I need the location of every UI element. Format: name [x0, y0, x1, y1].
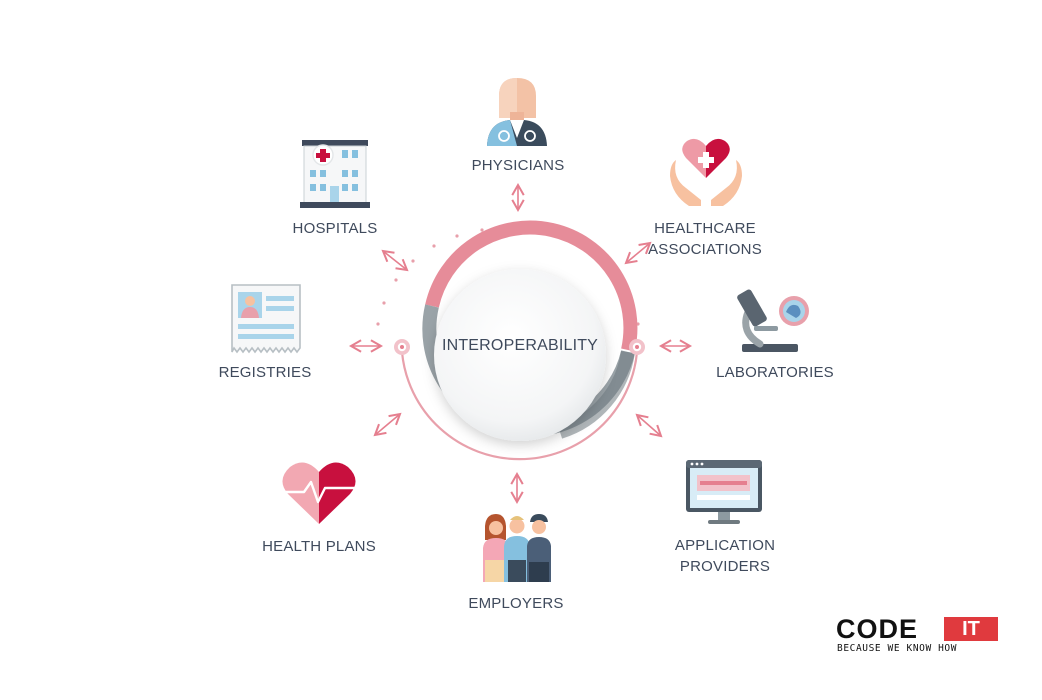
- microscope-icon: [737, 289, 809, 352]
- monitor-icon: [686, 460, 762, 524]
- arrow-application-providers: [635, 413, 663, 438]
- codeit-logo: CODE IT BECAUSE WE KNOW HOW: [836, 614, 1006, 658]
- center-disc: [434, 269, 606, 441]
- right-target-marker: [629, 339, 645, 355]
- center-label: INTEROPERABILITY: [441, 337, 599, 354]
- logo-tagline: BECAUSE WE KNOW HOW: [837, 643, 958, 654]
- id-card-icon: [231, 284, 301, 354]
- label-application-providers: APPLICATION PROVIDERS: [674, 537, 776, 575]
- label-health-plans: HEALTH PLANS: [262, 538, 376, 555]
- label-hospitals: HOSPITALS: [292, 220, 378, 237]
- doctor-icon: [487, 78, 547, 146]
- arrow-health-plans: [373, 412, 402, 437]
- heartbeat-icon: [282, 462, 356, 524]
- people-group-icon: [483, 514, 551, 582]
- arrow-hospitals: [381, 249, 409, 272]
- label-healthcare-associations: HEALTHCARE ASSOCIATIONS: [648, 220, 762, 258]
- label-physicians: PHYSICIANS: [471, 157, 565, 174]
- label-registries: REGISTRIES: [218, 364, 312, 381]
- left-target-marker: [394, 339, 410, 355]
- label-laboratories: LABORATORIES: [716, 364, 834, 381]
- logo-it-badge: IT: [944, 617, 998, 641]
- heart-in-hands-icon: [670, 138, 742, 206]
- logo-code-text: CODE: [836, 614, 919, 644]
- arrow-healthcare-associations: [624, 241, 652, 265]
- label-employers: EMPLOYERS: [468, 595, 564, 612]
- hospital-building-icon: [300, 140, 370, 208]
- outer-arc: [400, 351, 639, 461]
